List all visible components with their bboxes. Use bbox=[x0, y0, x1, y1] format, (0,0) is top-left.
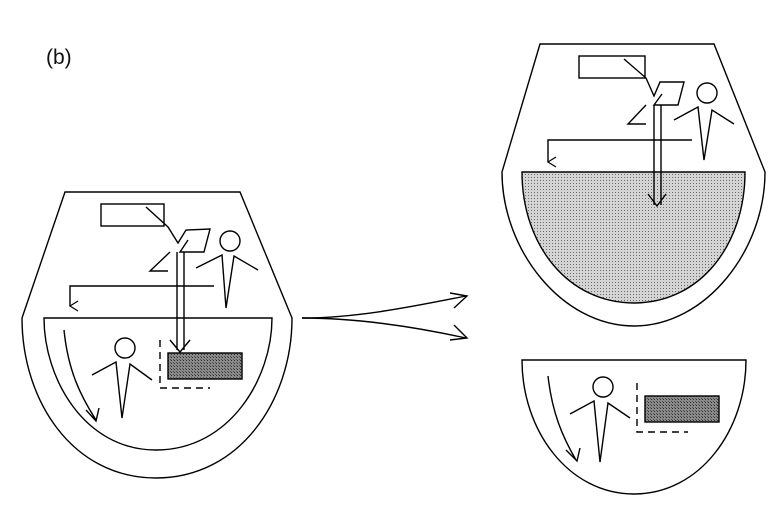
right-return-arrow bbox=[546, 139, 692, 168]
left-cell-outline bbox=[21, 191, 293, 479]
left-inner-compartment bbox=[43, 317, 273, 451]
right-document-box bbox=[578, 55, 646, 79]
panel-label: (b) bbox=[46, 46, 72, 69]
left-dashed-bracket bbox=[159, 340, 210, 389]
split-arrow bbox=[301, 292, 469, 341]
left-document-box bbox=[100, 203, 165, 227]
left-curved-arrow bbox=[63, 329, 100, 423]
left-cell bbox=[21, 191, 293, 479]
right-top-cell bbox=[501, 43, 766, 327]
right-double-arrow bbox=[647, 105, 667, 208]
right-bottom-outline bbox=[521, 359, 747, 495]
left-lower-person-icon bbox=[91, 337, 153, 419]
left-double-arrow bbox=[169, 252, 191, 354]
left-return-arrow bbox=[68, 285, 214, 312]
right-bottom-person-icon bbox=[569, 376, 631, 463]
right-flag-icon bbox=[623, 58, 685, 125]
left-dark-block bbox=[167, 352, 243, 380]
right-bottom-cell bbox=[521, 359, 747, 495]
right-dark-block bbox=[644, 395, 720, 423]
left-upper-person-icon bbox=[195, 230, 259, 309]
right-dashed-bracket bbox=[636, 383, 688, 433]
right-curved-arrow bbox=[547, 375, 581, 463]
right-top-hatched-region bbox=[521, 171, 746, 304]
right-top-outline bbox=[501, 43, 766, 327]
left-flag-icon bbox=[145, 206, 211, 272]
right-top-person-icon bbox=[673, 82, 735, 161]
